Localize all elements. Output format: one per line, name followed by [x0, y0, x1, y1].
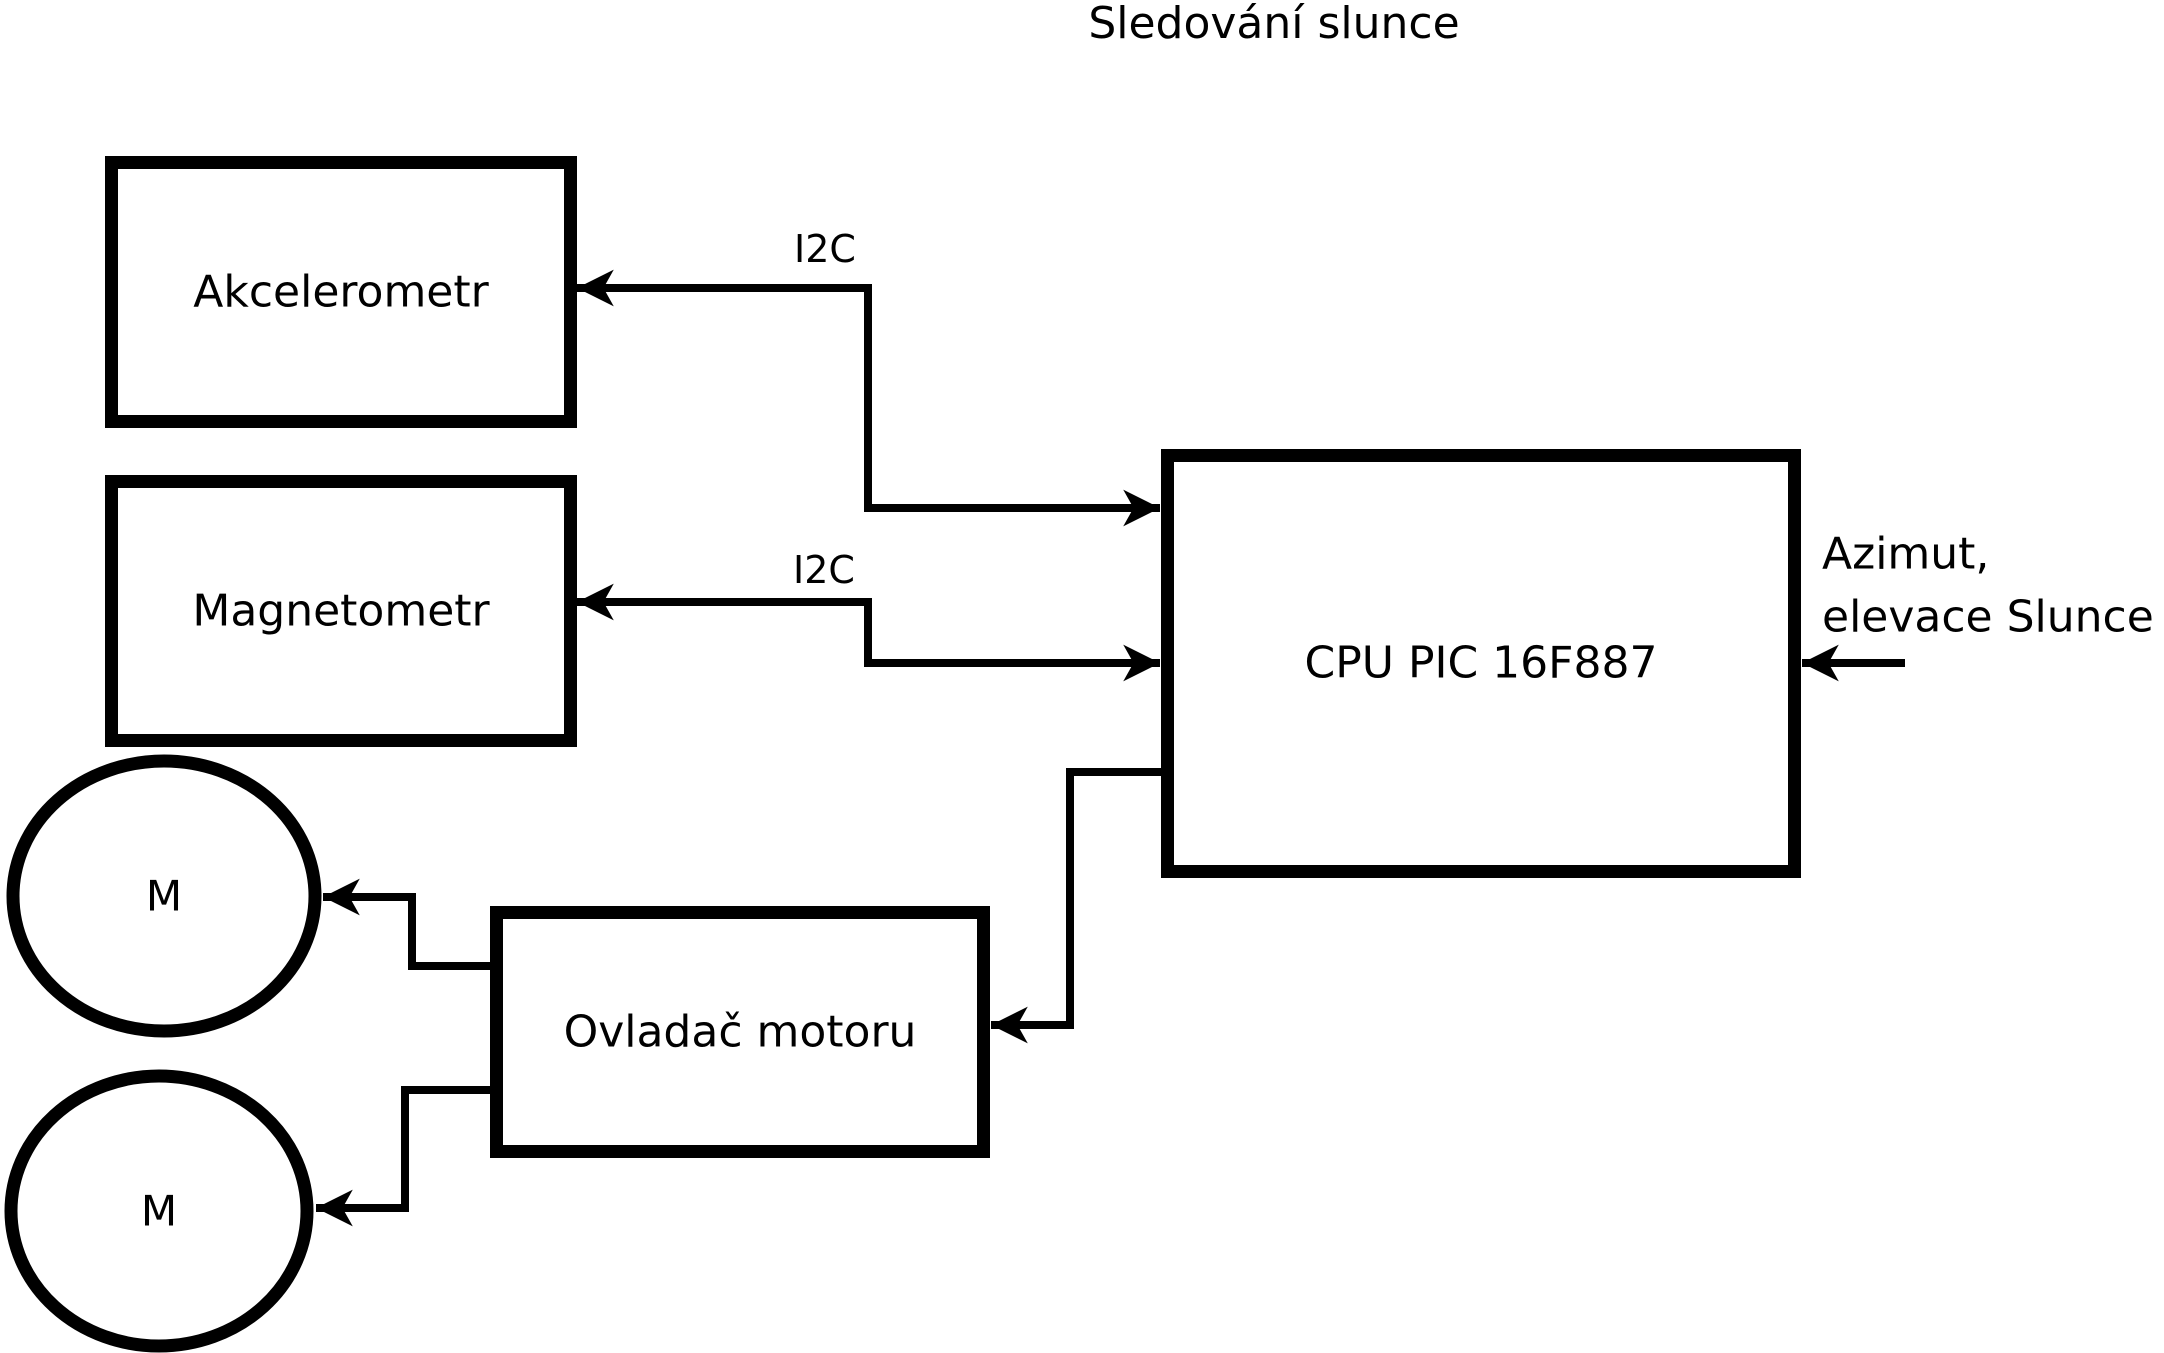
- wire-cpu-to-motor-driver: [991, 768, 1161, 1044]
- i2c-wire-accelerometer-cpu: [577, 269, 1160, 527]
- motor-top-label: M: [146, 872, 182, 921]
- cpu-label: CPU PIC 16F887: [1305, 638, 1658, 689]
- azimuth-label-line2: elevace Slunce: [1822, 592, 2154, 643]
- magnetometer-label: Magnetometr: [192, 586, 490, 637]
- motor-bottom-circle: [4, 1069, 314, 1353]
- motor-bottom-label: M: [141, 1187, 177, 1236]
- i2c-label-top: I2C: [794, 227, 856, 271]
- accelerometer-label: Akcelerometr: [193, 267, 489, 318]
- motor-driver-label: Ovladač motoru: [564, 1007, 917, 1058]
- azimuth-label-line1: Azimut,: [1822, 529, 1989, 580]
- motor-top-circle: [6, 754, 322, 1038]
- motor-driver-box: [490, 906, 990, 1158]
- accelerometer-box: [105, 156, 577, 428]
- wire-driver-to-motor-top: [323, 878, 490, 970]
- magnetometer-box: [105, 475, 577, 747]
- i2c-wire-magnetometer-cpu: [577, 583, 1160, 682]
- cpu-box: [1161, 449, 1801, 878]
- wire-driver-to-motor-bottom: [316, 1086, 490, 1227]
- i2c-label-bottom: I2C: [793, 548, 855, 592]
- diagram-title: Sledování slunce: [1088, 0, 1459, 49]
